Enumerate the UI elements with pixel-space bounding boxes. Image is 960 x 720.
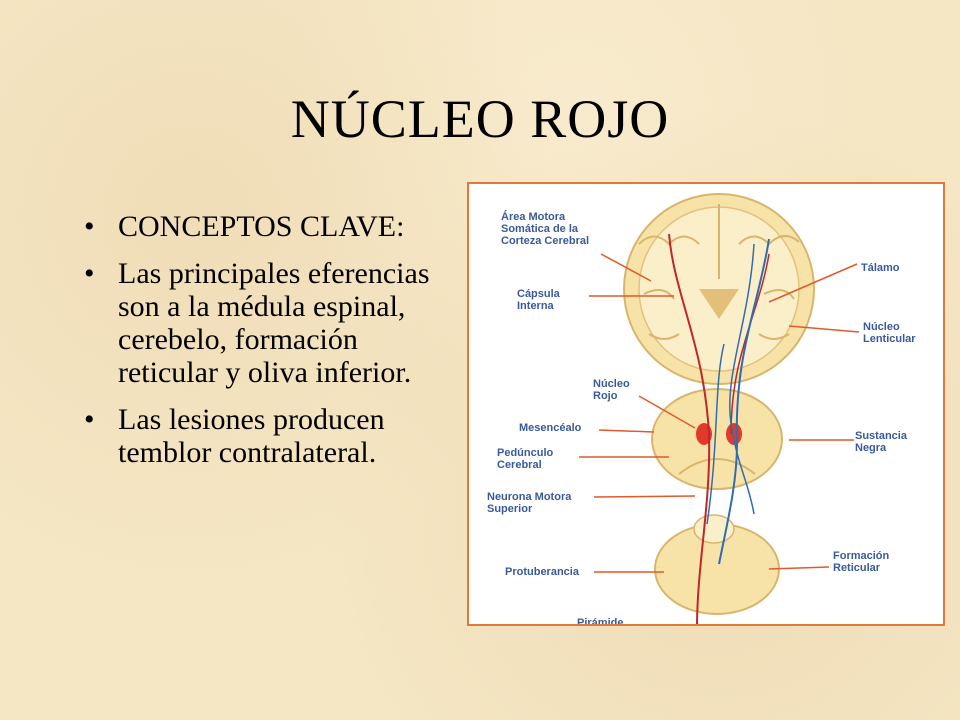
label-mesencefalo: Mesencéalo — [519, 422, 582, 434]
slide-title: NÚCLEO ROJO — [290, 89, 670, 149]
bullet-dot-icon: • — [84, 210, 95, 243]
label-capsula-interna: Cápsula Interna — [517, 288, 560, 312]
label-pedunculo-cerebral: Pedúnculo Cerebral — [497, 447, 554, 471]
label-neurona-motora: Neurona Motora Superior — [487, 491, 572, 515]
label-protuberancia: Protuberancia — [505, 566, 579, 578]
label-sustancia-negra: Sustancia Negra — [855, 430, 907, 454]
bullet-item: •Las lesiones producen temblor contralat… — [84, 403, 385, 469]
bullet-dot-icon: • — [84, 403, 95, 436]
label-piramide: Pirámide — [577, 617, 624, 626]
brain-illustration — [579, 193, 860, 624]
brain-diagram: Área Motora Somática de la Corteza Cereb… — [467, 182, 945, 626]
label-nucleo-rojo: Núcleo Rojo — [593, 378, 630, 402]
label-nucleo-lenticular: Núcleo Lenticular — [863, 321, 916, 345]
bullet-item: •Las principales eferencias son a la méd… — [84, 257, 430, 389]
label-area-motora: Área Motora Somática de la Corteza Cereb… — [501, 211, 590, 247]
bullet-list: •CONCEPTOS CLAVE: •Las principales efere… — [70, 210, 460, 483]
bullet-dot-icon: • — [84, 257, 95, 290]
label-formacion-reticular: Formación Reticular — [833, 550, 890, 574]
label-talamo: Tálamo — [861, 262, 900, 274]
bullet-item: •CONCEPTOS CLAVE: — [84, 210, 405, 243]
